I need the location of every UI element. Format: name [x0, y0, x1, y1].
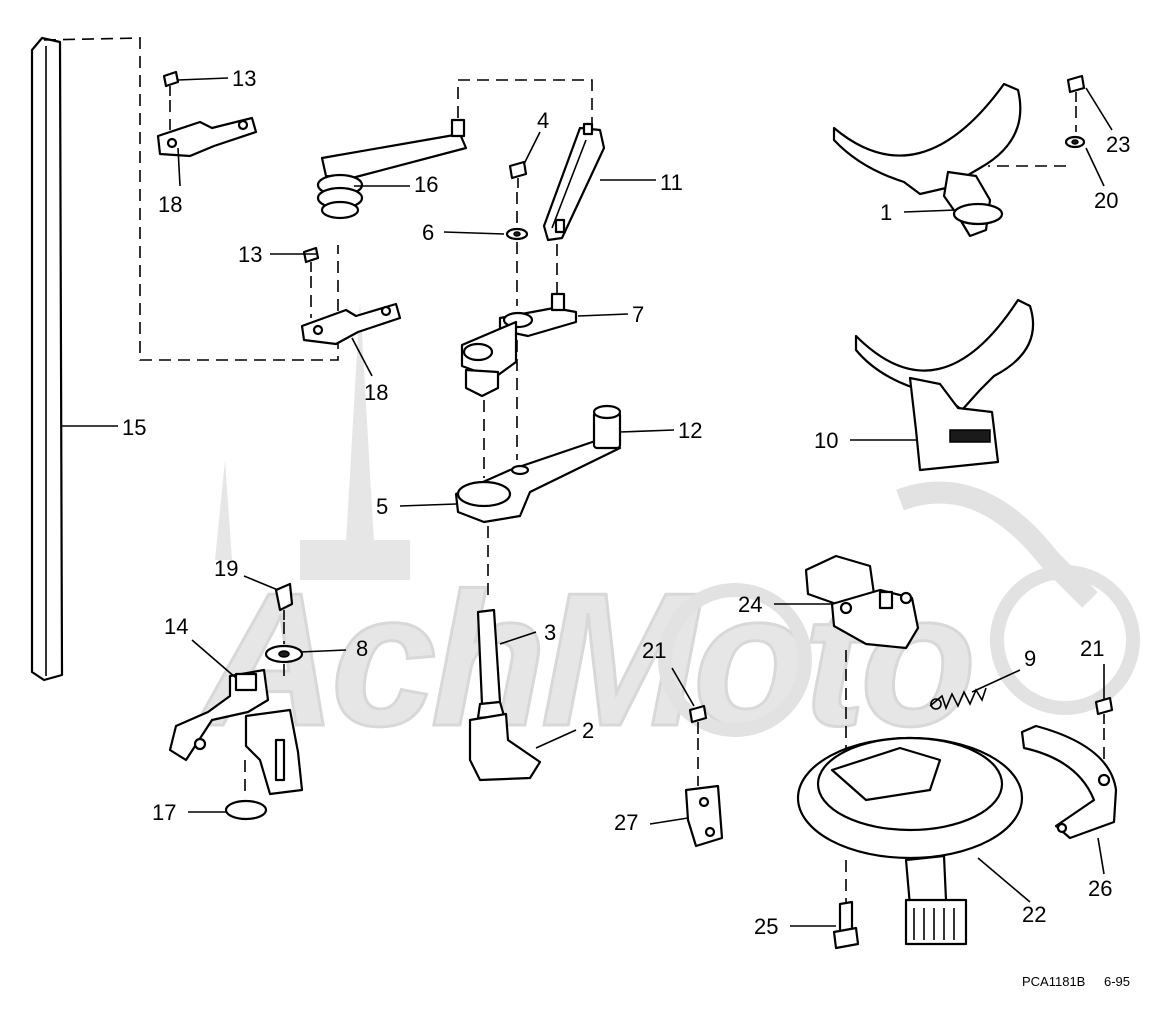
- bracket-18-lower: [300, 246, 402, 346]
- callout-21b: 21: [1080, 636, 1104, 661]
- washer-8: [264, 644, 304, 680]
- plate-10: [854, 298, 1035, 472]
- callout-27: 27: [614, 810, 638, 835]
- callout-6: 6: [422, 220, 434, 245]
- callout-24: 24: [738, 592, 762, 617]
- callout-15: 15: [122, 415, 146, 440]
- screw-25: [832, 900, 860, 950]
- callout-8: 8: [356, 636, 368, 661]
- screw-21-right: [1094, 696, 1114, 772]
- callout-20: 20: [1094, 188, 1118, 213]
- callout-labels: 13 18 13 18 16 4 6 11 7 12 5 15 3 2 19 8…: [122, 66, 1130, 939]
- washer-17: [224, 799, 268, 821]
- spring-9: [929, 687, 987, 711]
- callout-14: 14: [164, 614, 188, 639]
- washer-6: [505, 227, 529, 306]
- bracket-18-upper: [156, 70, 258, 158]
- screw-4: [508, 160, 528, 226]
- pin-19: [274, 582, 294, 644]
- callout-12: 12: [678, 418, 702, 443]
- bracket-14: [168, 668, 304, 798]
- figure-date: 6-95: [1104, 974, 1130, 989]
- shaft-3: [476, 608, 506, 720]
- sensor-24: [804, 554, 920, 758]
- bracket-26: [1020, 724, 1118, 840]
- callout-10: 10: [814, 428, 838, 453]
- callout-7: 7: [632, 302, 644, 327]
- screw-23: [1066, 74, 1086, 132]
- lever-7: [460, 292, 578, 478]
- callout-16: 16: [414, 172, 438, 197]
- callout-25: 25: [754, 914, 778, 939]
- clamp-27: [684, 784, 724, 848]
- callout-26: 26: [1088, 876, 1112, 901]
- figure-code: PCA1181B: [1022, 974, 1085, 989]
- callout-19: 19: [214, 556, 238, 581]
- leader-lines: [62, 77, 1113, 927]
- washer-20: [988, 135, 1086, 167]
- knob-2: [468, 712, 542, 782]
- callout-17: 17: [152, 800, 176, 825]
- arm-5-12: [454, 404, 622, 602]
- callout-23: 23: [1106, 132, 1130, 157]
- callout-9: 9: [1024, 646, 1036, 671]
- callout-3: 3: [544, 620, 556, 645]
- callout-18a: 18: [158, 192, 182, 217]
- callout-2: 2: [582, 718, 594, 743]
- callout-5: 5: [376, 494, 388, 519]
- screw-21-left: [688, 704, 708, 786]
- callout-22: 22: [1022, 902, 1046, 927]
- base-22: [796, 736, 1024, 946]
- callout-1: 1: [880, 200, 892, 225]
- rod-15: [30, 36, 64, 682]
- callout-21a: 21: [642, 638, 666, 663]
- link-11: [542, 122, 606, 296]
- callout-4: 4: [537, 108, 549, 133]
- arm-16: [316, 79, 593, 220]
- callout-13a: 13: [232, 66, 256, 91]
- callout-18b: 18: [364, 380, 388, 405]
- plate-1: [832, 82, 1022, 238]
- callout-13b: 13: [238, 242, 262, 267]
- callout-11: 11: [660, 170, 683, 195]
